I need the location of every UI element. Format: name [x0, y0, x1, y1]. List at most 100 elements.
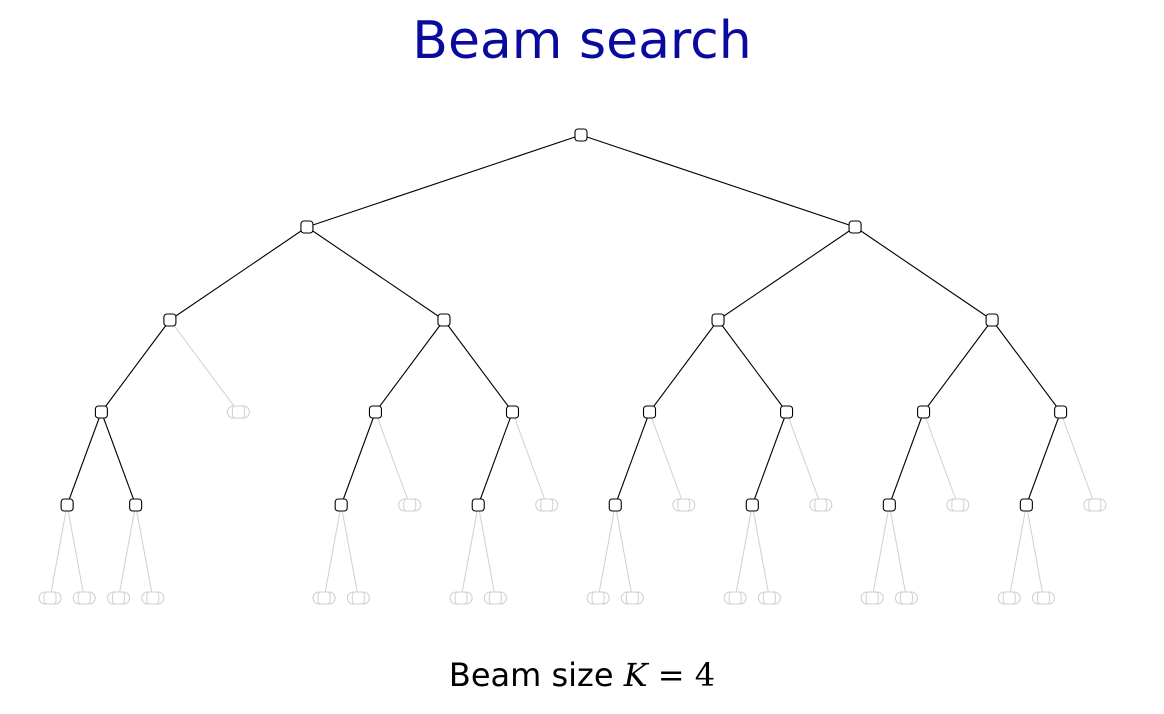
tree-node-active — [505, 405, 520, 419]
tree-edge-pruned — [597, 504, 616, 599]
tree-node-pruned — [586, 591, 610, 605]
tree-node-active — [711, 313, 725, 327]
tree-node-pruned — [38, 591, 62, 605]
tree-edge-pruned — [786, 411, 822, 506]
tree-node-active — [94, 405, 108, 419]
tree-node-pruned-inner — [112, 591, 126, 605]
tree-node-pruned-inner — [540, 498, 554, 512]
tree-node-pruned-inner — [762, 591, 776, 605]
tree-node-active — [300, 220, 314, 234]
tree-node-pruned — [449, 591, 473, 605]
tree-edge-pruned — [1008, 504, 1027, 599]
tree-edge-active — [888, 411, 925, 506]
tree-node-active — [334, 498, 348, 512]
tree-edge-pruned — [512, 411, 548, 506]
tree-node-pruned — [398, 498, 422, 512]
tree-node-pruned-inner — [488, 591, 502, 605]
tree-edge-active — [614, 411, 651, 506]
tree-node-pruned — [809, 498, 833, 512]
tree-edge-pruned — [649, 411, 685, 506]
tree-node-pruned — [723, 591, 747, 605]
tree-edge-pruned — [923, 411, 959, 506]
tree-node-pruned — [141, 591, 165, 605]
tree-node-active — [574, 128, 588, 142]
tree-node-pruned-inner — [231, 405, 245, 419]
tree-edge-active — [100, 411, 137, 506]
tree-node-pruned — [946, 498, 970, 512]
tree-node-pruned — [72, 591, 96, 605]
tree-node-active — [163, 313, 177, 327]
tree-node-active — [437, 313, 451, 327]
tree-edge-active — [340, 411, 376, 506]
tree-edge-active — [169, 226, 308, 321]
tree-node-pruned — [346, 591, 370, 605]
beam-size-caption: Beam size K = 4 — [0, 651, 1164, 699]
tree-edge-active — [751, 411, 788, 506]
tree-node-pruned — [106, 591, 131, 605]
tree-node-pruned-inner — [591, 591, 605, 605]
tree-node-pruned-inner — [351, 591, 365, 605]
tree-node-pruned — [672, 498, 696, 512]
tree-nodes — [38, 128, 1107, 605]
tree-node-pruned-inner — [1002, 591, 1016, 605]
tree-edge-pruned — [1025, 504, 1044, 599]
tree-edge-active — [717, 319, 787, 413]
tree-node-pruned — [620, 591, 644, 605]
tree-edge-active — [375, 319, 445, 413]
tree-edge-pruned — [323, 504, 342, 599]
tree-node-pruned-inner — [403, 498, 417, 512]
tree-edge-pruned — [118, 504, 137, 599]
tree-node-active — [129, 498, 143, 512]
tree-node-pruned-inner — [146, 591, 160, 605]
tree-node-pruned — [312, 591, 336, 605]
tree-node-pruned-inner — [677, 498, 691, 512]
tree-node-pruned — [1083, 498, 1107, 512]
tree-edge-active — [1025, 411, 1062, 506]
tree-node-active — [642, 405, 657, 419]
caption-prefix: Beam size — [448, 656, 624, 694]
caption-value: 4 — [694, 656, 716, 694]
tree-node-pruned — [757, 591, 781, 605]
tree-node-pruned-inner — [625, 591, 639, 605]
tree-edge-pruned — [871, 504, 890, 599]
tree-node-active — [848, 220, 862, 234]
tree-edge-pruned — [135, 504, 154, 599]
tree-edge-active — [477, 411, 513, 506]
tree-node-active — [779, 405, 794, 419]
tree-node-pruned — [483, 591, 507, 605]
tree-edge-pruned — [888, 504, 907, 599]
tree-edge-active — [991, 319, 1062, 413]
tree-node-active — [471, 498, 485, 512]
tree-edge-pruned — [460, 504, 479, 599]
tree-edge-active — [306, 134, 582, 228]
tree-node-active — [60, 498, 74, 512]
tree-node-active — [882, 498, 896, 512]
tree-edge-active — [100, 319, 171, 413]
tree-edge-pruned — [66, 504, 85, 599]
tree-edges — [49, 134, 1096, 599]
tree-node-active — [745, 498, 759, 512]
tree-edge-active — [923, 319, 993, 413]
tree-edge-pruned — [614, 504, 633, 599]
tree-edge-active — [649, 319, 719, 413]
slide-title: Beam search — [412, 11, 752, 71]
tree-node-pruned — [1031, 591, 1056, 605]
tree-node-pruned — [860, 591, 884, 605]
tree-node-active — [1019, 498, 1033, 512]
tree-node-active — [1054, 405, 1068, 419]
caption-variable: K — [623, 656, 648, 694]
tree-node-pruned-inner — [951, 498, 965, 512]
tree-edge-pruned — [169, 319, 239, 413]
tree-edge-active — [306, 226, 445, 321]
tree-node-active — [917, 405, 931, 419]
tree-edge-active — [443, 319, 513, 413]
tree-node-active — [368, 405, 383, 419]
tree-node-active — [985, 313, 999, 327]
tree-edge-pruned — [751, 504, 770, 599]
tree-edge-active — [854, 226, 993, 321]
tree-node-pruned — [997, 591, 1021, 605]
tree-node-pruned-inner — [317, 591, 331, 605]
tree-edge-pruned — [1060, 411, 1096, 506]
tree-node-pruned-inner — [77, 591, 91, 605]
